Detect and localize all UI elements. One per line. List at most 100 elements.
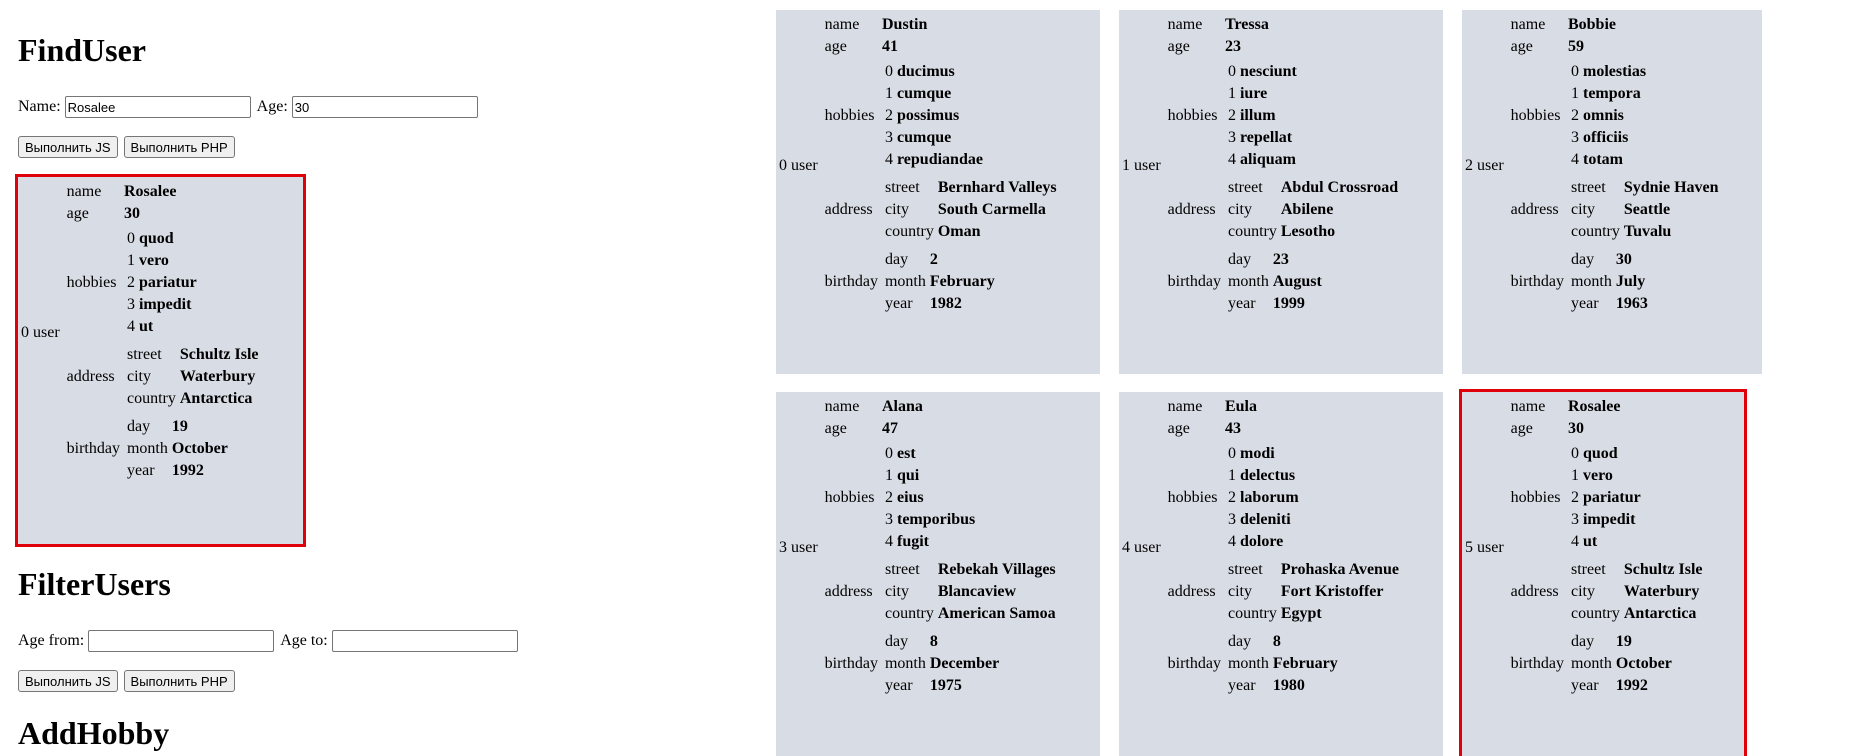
hobby-index: 4 [884, 533, 893, 550]
age-value: 43 [1224, 420, 1241, 437]
user-index: 2 [1465, 157, 1473, 174]
user-index: 1 [1122, 157, 1130, 174]
hobby-index: 1 [1570, 467, 1579, 484]
address-label: address [1167, 583, 1216, 600]
address-label: address [824, 201, 873, 218]
day-label: day [1227, 251, 1252, 268]
hobby-index: 2 [1570, 489, 1579, 506]
name-label: Name: [18, 98, 61, 115]
name-label: name [1167, 398, 1203, 415]
age-label: age [1167, 420, 1190, 437]
month-value: February [929, 273, 995, 290]
hobby-value: delectus [1239, 467, 1296, 484]
hobby-value: impedit [1582, 511, 1636, 528]
city-value: Abilene [1280, 201, 1334, 218]
find-user-actions: Выполнить JS Выполнить PHP [18, 136, 241, 158]
hobby-value: officiis [1582, 129, 1629, 146]
user-label: user [791, 157, 818, 174]
age-value: 30 [123, 205, 140, 222]
hobby-value: molestias [1582, 63, 1647, 80]
hobby-index: 1 [1227, 467, 1236, 484]
hobby-index: 0 [1570, 63, 1579, 80]
year-label: year [884, 677, 913, 694]
month-value: February [1272, 655, 1338, 672]
month-value: October [1615, 655, 1672, 672]
year-label: year [1227, 677, 1256, 694]
day-value: 2 [929, 251, 938, 268]
month-label: month [1227, 273, 1269, 290]
day-value: 30 [1615, 251, 1632, 268]
month-label: month [1570, 273, 1612, 290]
age-to-input[interactable] [331, 630, 518, 652]
age-label: age [824, 38, 847, 55]
month-value: December [929, 655, 1000, 672]
hobby-value: est [896, 445, 916, 462]
hobby-value: omnis [1582, 107, 1624, 124]
age-from-input[interactable] [88, 630, 275, 652]
street-label: street [1570, 561, 1606, 578]
name-label: name [1167, 16, 1203, 33]
hobby-index: 0 [1227, 63, 1236, 80]
filter-run-php-button[interactable]: Выполнить PHP [123, 670, 235, 692]
user-label: user [33, 324, 60, 341]
name-input[interactable] [64, 96, 251, 118]
hobby-index: 1 [1227, 85, 1236, 102]
user-index: 3 [779, 539, 787, 556]
user-index: 4 [1122, 539, 1130, 556]
filter-users-actions: Выполнить JS Выполнить PHP [18, 670, 241, 692]
hobby-value: repudiandae [896, 151, 983, 168]
year-label: year [1570, 677, 1599, 694]
city-label: city [1227, 201, 1252, 218]
age-value: 47 [881, 420, 898, 437]
day-label: day [1227, 633, 1252, 650]
city-value: Fort Kristoffer [1280, 583, 1384, 600]
country-label: country [884, 605, 934, 622]
day-label: day [884, 633, 909, 650]
birthday-label: birthday [824, 273, 878, 290]
year-value: 1980 [1272, 677, 1305, 694]
age-label: age [1167, 38, 1190, 55]
filter-run-js-button[interactable]: Выполнить JS [18, 670, 118, 692]
street-label: street [1570, 179, 1606, 196]
hobby-value: ut [1582, 533, 1598, 550]
hobby-index: 3 [884, 129, 893, 146]
street-value: Bernhard Valleys [937, 179, 1057, 196]
find-run-js-button[interactable]: Выполнить JS [18, 136, 118, 158]
hobby-value: impedit [138, 296, 192, 313]
age-input[interactable] [291, 96, 478, 118]
country-value: Antarctica [179, 390, 253, 407]
hobby-value: modi [1239, 445, 1275, 462]
street-label: street [1227, 179, 1263, 196]
hobby-index: 4 [1570, 151, 1579, 168]
country-label: country [884, 223, 934, 240]
user-label: user [1477, 157, 1504, 174]
filter-users-form: Age from: Age to: [18, 630, 524, 652]
month-label: month [1227, 655, 1269, 672]
user-index: 0 [779, 157, 787, 174]
hobby-index: 2 [1227, 107, 1236, 124]
find-run-php-button[interactable]: Выполнить PHP [123, 136, 235, 158]
month-label: month [126, 440, 168, 457]
name-label: name [1510, 16, 1546, 33]
hobbies-label: hobbies [1167, 107, 1218, 124]
